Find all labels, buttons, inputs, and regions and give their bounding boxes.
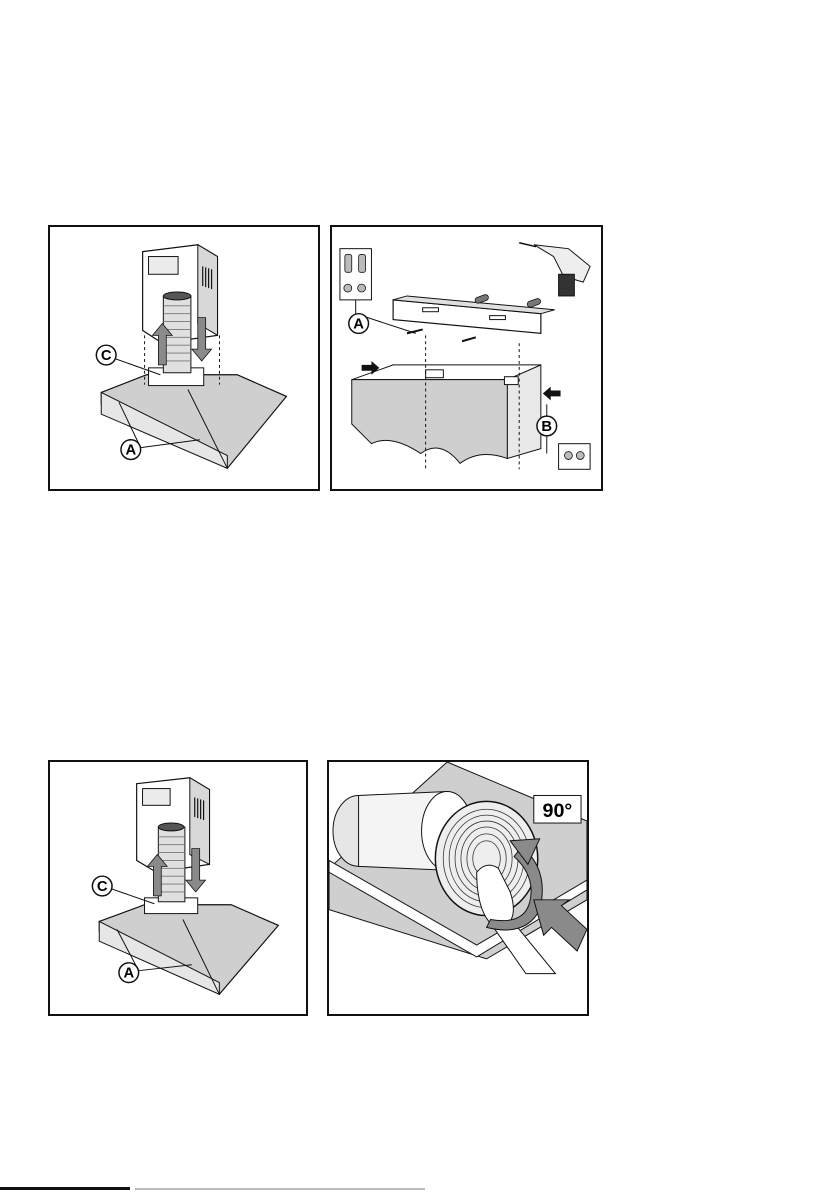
label-b: B	[541, 419, 552, 435]
label-c: C	[101, 348, 112, 364]
label-a: A	[125, 443, 136, 459]
drill-icon	[519, 243, 590, 296]
hood-chimney-illustration: C A	[50, 227, 318, 489]
label-a: A	[353, 316, 364, 332]
rotation-angle-label: 90°	[543, 800, 573, 822]
footer-artifact	[0, 1186, 430, 1192]
figure-filter-rotation: 90°	[327, 760, 589, 1016]
hood-chimney-illustration: C A	[50, 762, 306, 1014]
bracket-mounting-illustration: A B	[332, 227, 601, 489]
figure-hood-chimney-bottom: C A	[48, 760, 308, 1016]
filter-rotation-illustration: 90°	[329, 762, 587, 1014]
figure-bracket-mounting: A B	[330, 225, 603, 491]
label-c: C	[97, 879, 108, 895]
label-a: A	[123, 966, 134, 982]
figure-hood-chimney-top: C A	[48, 225, 320, 491]
